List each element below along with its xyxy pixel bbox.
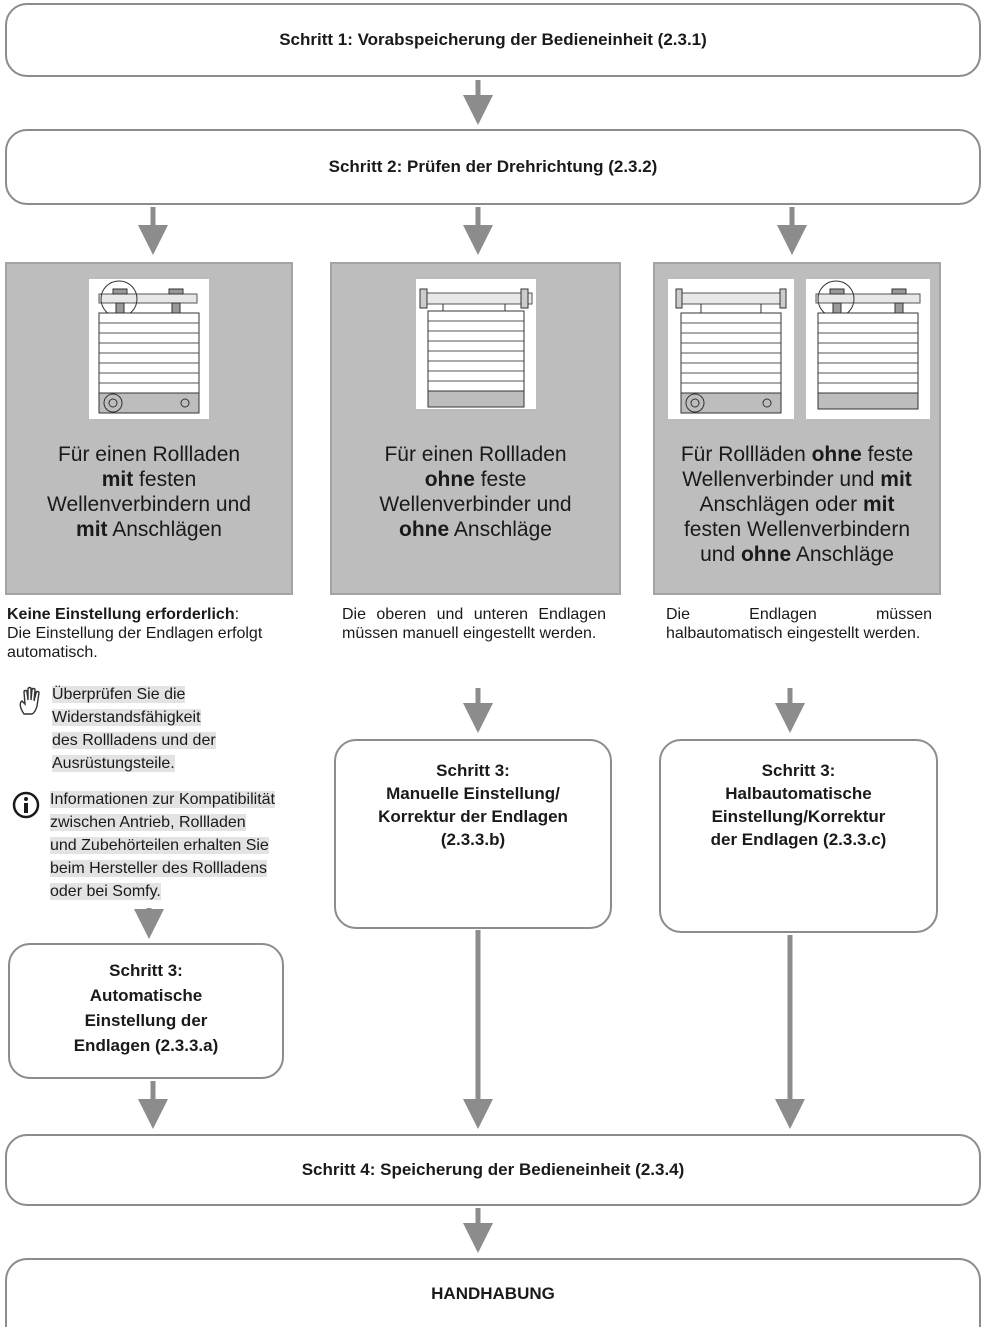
col3-desc-text: Die Endlagen müssen halbautomatisch eing…: [666, 606, 932, 642]
col3-line4: festen Wellenverbindern: [683, 518, 911, 541]
col3-line5-a: und: [700, 543, 741, 566]
col1-desc-rest: Die Einstellung der Endlagen erfolgt aut…: [7, 625, 263, 661]
col1-line4: mit Anschlägen: [7, 517, 291, 542]
shutter-with-connectors-icon: [89, 279, 209, 419]
step4-box: Schritt 4: Speicherung der Bedieneinheit…: [5, 1134, 981, 1206]
col3-line3: Anschlägen oder mit: [655, 492, 939, 517]
info-line-4: beim Hersteller des Rollladens: [50, 860, 267, 877]
step2-label: Schritt 2: Prüfen der Drehrichtung (2.3.…: [328, 157, 658, 176]
col1-hint: Überprüfen Sie die Widerstandsfähigkeit …: [52, 683, 292, 775]
step1-label: Schritt 1: Vorabspeicherung der Bedienei…: [279, 30, 707, 49]
hint-line-4: Ausrüstungsteile.: [52, 755, 175, 772]
col1-line3: Wellenverbindern und: [47, 493, 251, 516]
col2-line3: Wellenverbinder und: [379, 493, 572, 516]
col3-line1-b: feste: [861, 443, 914, 466]
info-icon: [12, 791, 40, 819]
shutter-variant-a-icon: [668, 279, 794, 419]
col3-step3-line1: Schritt 3:: [761, 761, 836, 780]
col3-description: Die Endlagen müssen halbautomatisch eing…: [666, 605, 932, 643]
info-line-5: oder bei Somfy.: [50, 883, 161, 900]
hint-line-3: des Rollladens und der: [52, 732, 216, 749]
col3-line2-a: Wellenverbinder und: [682, 468, 881, 491]
info-line-2: zwischen Antrieb, Rollladen: [50, 814, 246, 831]
col3-line5-bold: ohne: [740, 543, 792, 566]
col1-description: Keine Einstellung erforderlich: Die Eins…: [7, 605, 317, 662]
col2-description: Die oberen und unteren Endlagen müssen m…: [342, 605, 606, 643]
col3-step3-line4: der Endlagen (2.3.3.c): [710, 830, 887, 849]
col3-line5-b: Anschläge: [791, 543, 894, 566]
col3-line2: Wellenverbinder und mit: [655, 467, 939, 492]
hand-icon: [19, 686, 40, 715]
col2-line2-rest: feste: [474, 468, 527, 491]
col2-step3-line2: Manuelle Einstellung/: [386, 784, 560, 803]
col1-line2-bold: mit: [101, 468, 134, 491]
info-line-3: und Zubehörteilen erhalten Sie: [50, 837, 269, 854]
col2-line4-bold: ohne: [399, 518, 450, 541]
hint-line-2: Widerstandsfähigkeit: [52, 709, 201, 726]
col1-line1: Für einen Rollladen: [57, 443, 241, 466]
col3-panel-text: Für Rollläden ohne feste Wellenverbinder…: [655, 442, 939, 567]
col1-line2: mit festen: [7, 467, 291, 492]
final-box: HANDHABUNG: [5, 1258, 981, 1327]
step1-box: Schritt 1: Vorabspeicherung der Bedienei…: [5, 3, 981, 77]
col3-line3-bold: mit: [862, 493, 895, 516]
col3-line2-bold: mit: [880, 468, 912, 491]
col3-step3-line3: Einstellung/Korrektur: [711, 807, 886, 826]
col3-step3-line2: Halbautomatische: [725, 784, 872, 803]
col1-step3-line3: Einstellung der: [84, 1011, 208, 1030]
col2-panel-text: Für einen Rollladen ohne feste Wellenver…: [332, 442, 619, 542]
col1-line4-rest: Anschlägen: [107, 518, 222, 541]
col3-line5: und ohne Anschläge: [655, 542, 939, 567]
col2-desc-text: Die oberen und unteren Endlagen müssen m…: [342, 606, 606, 642]
col3-step3-box: Schritt 3: Halbautomatische Einstellung/…: [659, 739, 938, 933]
col3-line1-a: Für Rollläden: [680, 443, 812, 466]
col1-line2-rest: festen: [133, 468, 197, 491]
col1-info: Informationen zur Kompatibilität zwische…: [50, 788, 325, 903]
col1-step3-box: Schritt 3: Automatische Einstellung der …: [8, 943, 284, 1079]
col2-panel: Für einen Rollladen ohne feste Wellenver…: [330, 262, 621, 595]
col2-step3-box: Schritt 3: Manuelle Einstellung/ Korrekt…: [334, 739, 612, 929]
col3-line3-a: Anschlägen oder: [699, 493, 863, 516]
col2-line4-rest: Anschläge: [449, 518, 552, 541]
col2-line2-bold: ohne: [424, 468, 475, 491]
col2-step3-line1: Schritt 3:: [436, 761, 510, 780]
final-label: HANDHABUNG: [431, 1283, 555, 1303]
col1-step3-line2: Automatische: [89, 986, 203, 1005]
col1-desc-bold: Keine Einstellung erforderlich: [7, 606, 235, 623]
shutter-variant-b-icon: [806, 279, 930, 419]
info-line-1: Informationen zur Kompatibilität: [50, 791, 275, 808]
col2-line2: ohne feste: [332, 467, 619, 492]
col1-desc-colon: :: [234, 606, 240, 623]
col1-step3-line4: Endlagen (2.3.3.a): [73, 1036, 219, 1055]
col1-panel: Für einen Rollladen mit festen Wellenver…: [5, 262, 293, 595]
col1-step3-line1: Schritt 3:: [109, 961, 183, 980]
col3-line1: Für Rollläden ohne feste: [655, 442, 939, 467]
col2-line4: ohne Anschläge: [332, 517, 619, 542]
col1-line4-bold: mit: [76, 518, 108, 541]
step2-box: Schritt 2: Prüfen der Drehrichtung (2.3.…: [5, 129, 981, 205]
step4-label: Schritt 4: Speicherung der Bedieneinheit…: [301, 1160, 685, 1179]
col3-line1-bold: ohne: [811, 443, 862, 466]
col2-step3-line4: (2.3.3.b): [440, 830, 506, 849]
hint-line-1: Überprüfen Sie die: [52, 686, 186, 703]
col1-panel-text: Für einen Rollladen mit festen Wellenver…: [7, 442, 291, 542]
col2-line1: Für einen Rollladen: [384, 443, 567, 466]
col3-panel: Für Rollläden ohne feste Wellenverbinder…: [653, 262, 941, 595]
shutter-without-connectors-icon: [416, 279, 536, 409]
col2-step3-line3: Korrektur der Endlagen: [378, 807, 568, 826]
